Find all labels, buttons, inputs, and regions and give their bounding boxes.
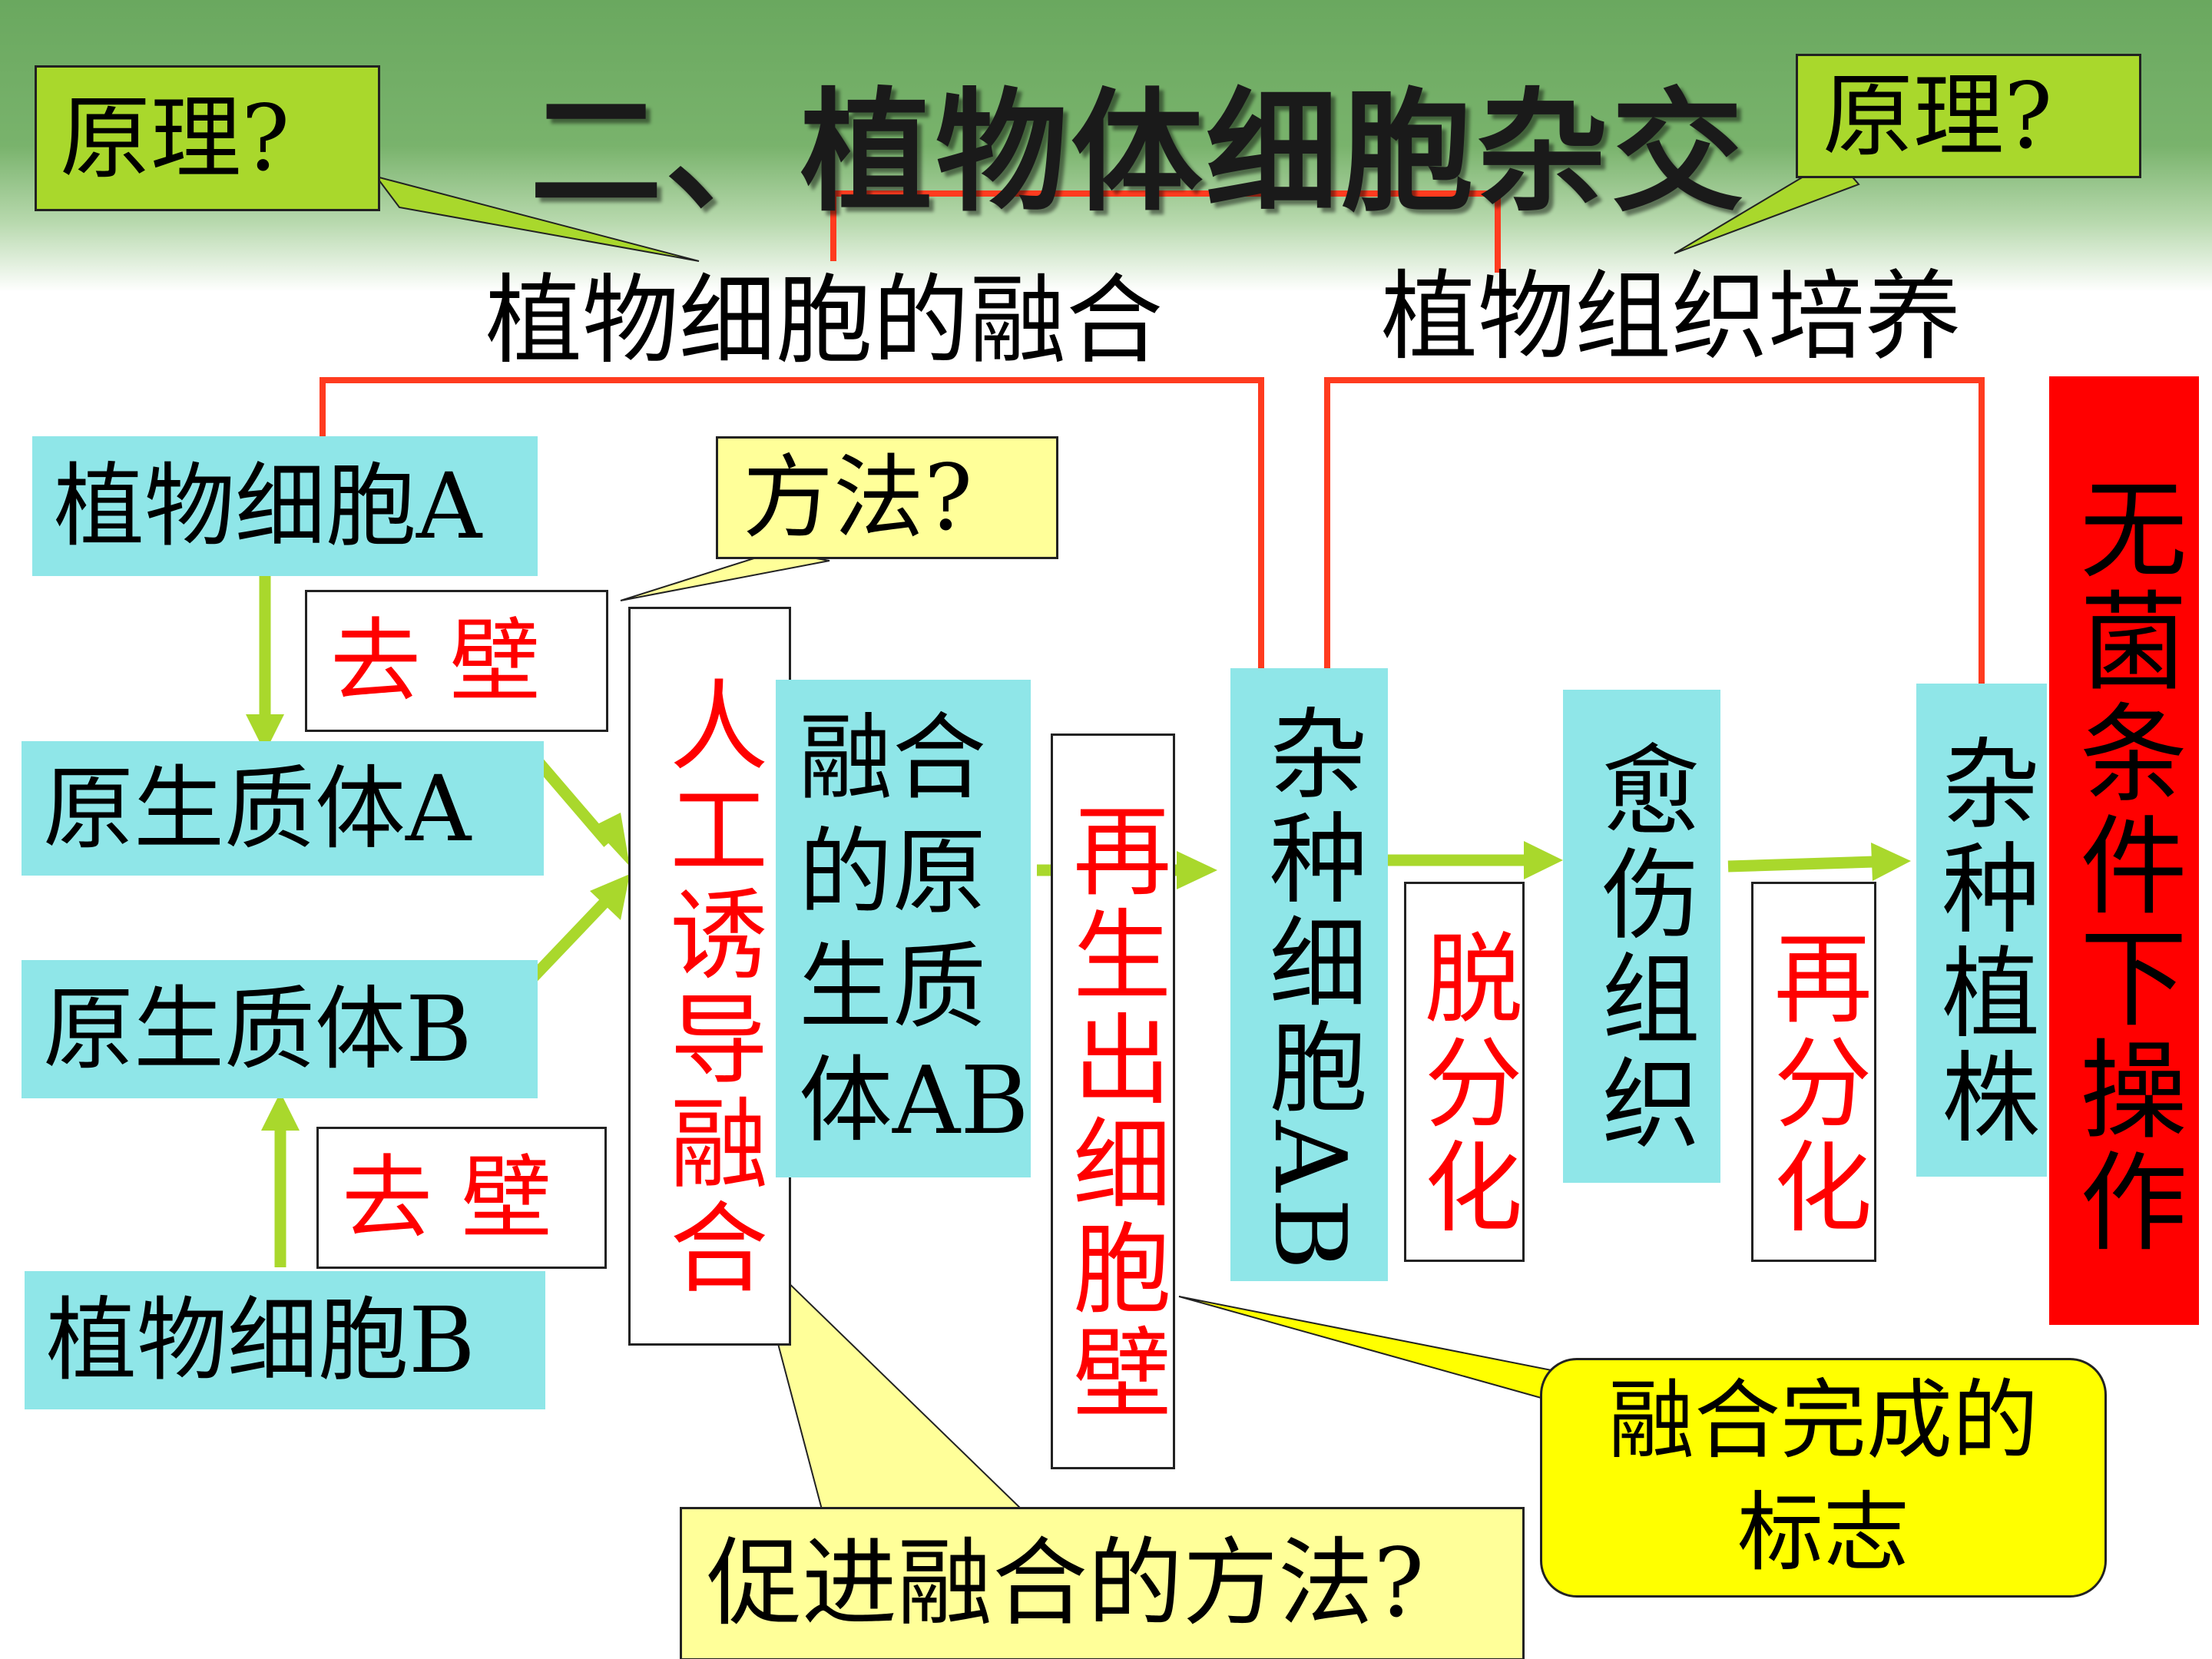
arrow-cell-b-up-head <box>261 1092 300 1131</box>
node-hybrid-cell: 杂种细胞AB <box>1230 668 1388 1281</box>
step-dedifferentiation: 脱分化 <box>1404 882 1525 1262</box>
node-cell-b: 植物细胞B <box>25 1271 545 1409</box>
arrow-to-hybrid-cell-head <box>1177 851 1217 889</box>
callout-principle-right: 原理? <box>1796 54 2141 178</box>
node-hybrid-plant-text: 杂种植株 <box>1924 733 2039 1151</box>
step-regenerate-wall: 再生出细胞壁 <box>1051 733 1175 1469</box>
bracket-tissue-culture <box>1324 377 1985 687</box>
node-callus-text: 愈伤组织 <box>1584 739 1700 1157</box>
node-cell-a: 植物细胞A <box>32 436 538 576</box>
step-remove-wall-b-text: 去 壁 <box>342 1144 552 1251</box>
step-remove-wall-a: 去 壁 <box>305 590 608 732</box>
bracket-top <box>830 190 1501 273</box>
callout-method-text: 方法? <box>743 445 973 551</box>
node-cell-a-text: 植物细胞A <box>54 453 482 559</box>
step-dedifferentiation-text: 脱分化 <box>1407 926 1522 1240</box>
arrow-protoplast-a-head <box>593 813 630 866</box>
callout-fusion-done-text: 融合完成的标志 <box>1608 1371 2038 1583</box>
callout-method: 方法? <box>716 436 1058 559</box>
arrow-cell-a-down-head <box>246 714 284 753</box>
pointer-promote-fusion <box>751 1245 1024 1510</box>
callout-principle-left: 原理? <box>35 65 380 211</box>
node-protoplast-a-text: 原生质体A <box>43 755 472 862</box>
sterile-condition-text: 无菌条件下操作 <box>2061 472 2187 1258</box>
node-protoplast-b-text: 原生质体B <box>43 976 472 1082</box>
step-induced-fusion-text: 人工诱导融合 <box>652 674 767 1301</box>
node-protoplast-b: 原生质体B <box>22 960 538 1098</box>
callout-fusion-done: 融合完成的标志 <box>1540 1358 2107 1598</box>
arrow-to-callus-head <box>1524 841 1563 879</box>
step-remove-wall-b: 去 壁 <box>316 1127 607 1269</box>
stage-tissue-culture: 植物组织培养 <box>1381 260 1962 373</box>
node-callus: 愈伤组织 <box>1563 690 1720 1183</box>
bracket-cell-fusion <box>320 377 1264 672</box>
node-protoplast-a: 原生质体A <box>22 741 544 876</box>
stage-cell-fusion: 植物细胞的融合 <box>485 264 1163 377</box>
node-hybrid-cell-text: 杂种细胞AB <box>1252 702 1367 1277</box>
node-fused-protoplast-text: 融合的原生质体AB <box>799 704 1029 1156</box>
node-fused-protoplast: 融合的原生质体AB <box>776 680 1031 1177</box>
step-regenerate-wall-text: 再生出细胞壁 <box>1055 800 1171 1426</box>
arrow-to-hybrid-plant-head <box>1871 843 1911 881</box>
page-title: 二、植物体细胞杂交 <box>530 74 1747 230</box>
callout-promote-fusion: 促进融合的方法? <box>680 1507 1525 1659</box>
step-redifferentiation-text: 再分化 <box>1757 926 1872 1240</box>
callout-principle-left-text: 原理? <box>60 85 290 191</box>
sterile-condition-box: 无菌条件下操作 <box>2049 376 2199 1325</box>
node-cell-b-text: 植物细胞B <box>46 1287 475 1393</box>
pointer-principle-left <box>374 175 700 262</box>
pointer-fusion-done <box>1178 1296 1584 1411</box>
arrow-to-hybrid-plant <box>1727 856 1875 873</box>
callout-promote-fusion-text: 促进融合的方法? <box>707 1528 1425 1639</box>
arrow-protoplast-b-head <box>590 874 630 920</box>
step-induced-fusion: 人工诱导融合 <box>628 607 791 1346</box>
step-remove-wall-a-text: 去 壁 <box>330 608 541 714</box>
node-hybrid-plant: 杂种植株 <box>1916 684 2047 1177</box>
step-redifferentiation: 再分化 <box>1751 882 1876 1262</box>
callout-principle-right-text: 原理? <box>1823 63 2053 169</box>
